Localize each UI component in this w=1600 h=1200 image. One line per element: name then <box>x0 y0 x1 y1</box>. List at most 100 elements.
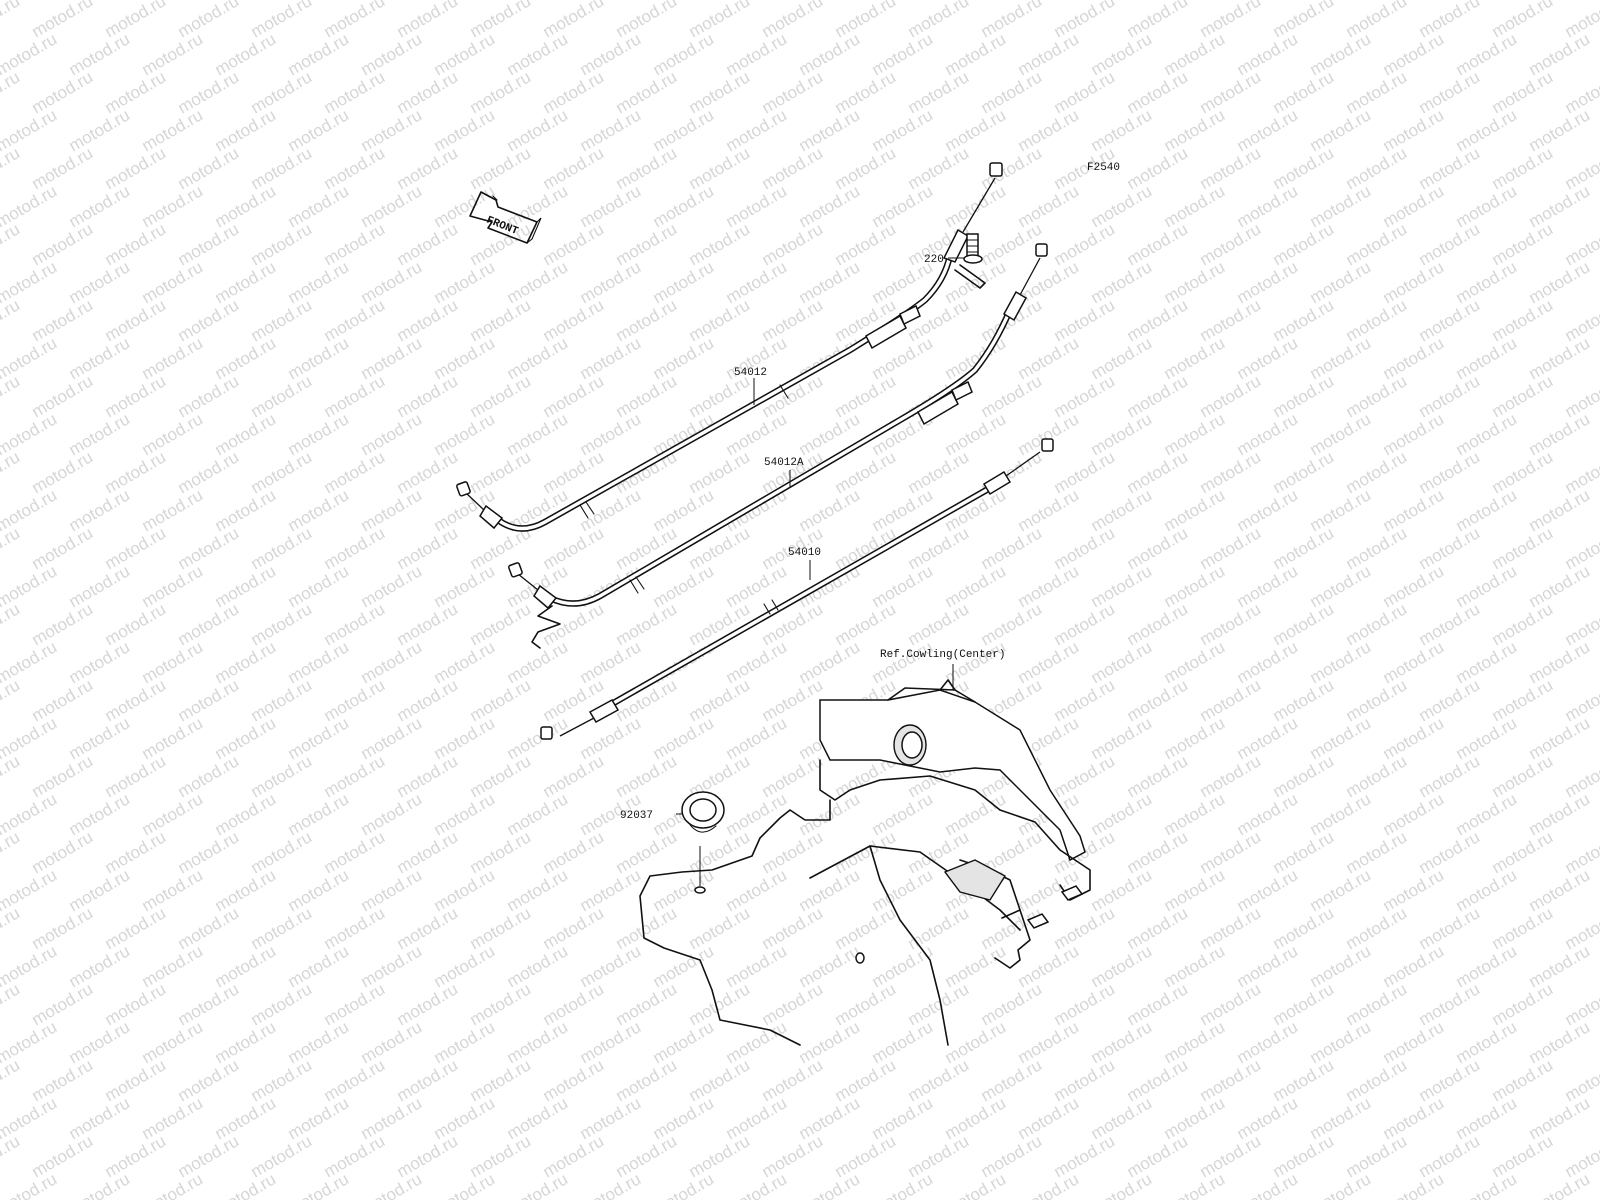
watermark-text: motod.ru <box>321 67 389 117</box>
watermark-text: motod.ru <box>139 29 207 79</box>
watermark-text: motod.ru <box>1088 713 1156 763</box>
watermark-text: motod.ru <box>650 1169 718 1200</box>
watermark-text: motod.ru <box>1197 219 1265 269</box>
watermark-text: motod.ru <box>942 181 1010 231</box>
watermark-text: motod.ru <box>1489 219 1557 269</box>
watermark-text: motod.ru <box>285 1169 353 1200</box>
watermark-text: motod.ru <box>650 941 718 991</box>
watermark-text: motod.ru <box>467 1131 535 1181</box>
watermark-text: motod.ru <box>248 295 316 345</box>
watermark-text: motod.ru <box>139 485 207 535</box>
watermark-text: motod.ru <box>686 295 754 345</box>
watermark-text: motod.ru <box>285 333 353 383</box>
cable-54012A[interactable] <box>508 243 1048 649</box>
cable-54010[interactable] <box>540 438 1054 740</box>
watermark-text: motod.ru <box>66 485 134 535</box>
watermark-text: motod.ru <box>1343 143 1411 193</box>
watermark-text: motod.ru <box>759 1055 827 1105</box>
watermark-text: motod.ru <box>1343 675 1411 725</box>
watermark-text: motod.ru <box>796 1169 864 1200</box>
watermark-text: motod.ru <box>175 1131 243 1181</box>
watermark-text: motod.ru <box>613 599 681 649</box>
watermark-text: motod.ru <box>394 67 462 117</box>
cable-54012[interactable] <box>456 162 1003 532</box>
watermark-text: motod.ru <box>467 599 535 649</box>
watermark-text: motod.ru <box>1051 903 1119 953</box>
watermark-text: motod.ru <box>832 827 900 877</box>
watermark-text: motod.ru <box>321 371 389 421</box>
watermark-text: motod.ru <box>1416 295 1484 345</box>
watermark-text: motod.ru <box>1489 1055 1557 1105</box>
watermark-text: motod.ru <box>321 979 389 1029</box>
watermark-text: motod.ru <box>1234 29 1302 79</box>
watermark-text: motod.ru <box>285 865 353 915</box>
watermark-text: motod.ru <box>431 409 499 459</box>
watermark-text: motod.ru <box>1161 105 1229 155</box>
watermark-text: motod.ru <box>1234 105 1302 155</box>
watermark-text: motod.ru <box>1197 675 1265 725</box>
label-ref-cowling: Ref.Cowling(Center) <box>880 649 1005 661</box>
watermark-text: motod.ru <box>285 1093 353 1143</box>
watermark-text: motod.ru <box>504 1093 572 1143</box>
watermark-text: motod.ru <box>66 333 134 383</box>
watermark-text: motod.ru <box>29 295 97 345</box>
watermark-text: motod.ru <box>613 143 681 193</box>
watermark-text: motod.ru <box>1051 1131 1119 1181</box>
watermark-text: motod.ru <box>1343 1055 1411 1105</box>
watermark-text: motod.ru <box>978 523 1046 573</box>
watermark-text: motod.ru <box>905 1131 973 1181</box>
watermark-text: motod.ru <box>723 105 791 155</box>
bolt-220[interactable] <box>963 233 983 264</box>
watermark-text: motod.ru <box>1380 789 1448 839</box>
watermark-text: motod.ru <box>577 29 645 79</box>
watermark-text: motod.ru <box>321 599 389 649</box>
watermark-text: motod.ru <box>1015 409 1083 459</box>
watermark-text: motod.ru <box>0 1169 60 1200</box>
watermark-text: motod.ru <box>66 1169 134 1200</box>
watermark-text: motod.ru <box>978 1131 1046 1181</box>
watermark-text: motod.ru <box>1380 181 1448 231</box>
grommet-92037[interactable] <box>681 791 725 894</box>
watermark-text: motod.ru <box>942 257 1010 307</box>
watermark-text: motod.ru <box>1453 257 1521 307</box>
watermark-text: motod.ru <box>394 903 462 953</box>
watermark-text: motod.ru <box>1015 1169 1083 1200</box>
watermark-text: motod.ru <box>686 1131 754 1181</box>
watermark-text: motod.ru <box>1234 1169 1302 1200</box>
watermark-text: motod.ru <box>212 789 280 839</box>
watermark-text: motod.ru <box>759 143 827 193</box>
watermark-text: motod.ru <box>978 903 1046 953</box>
watermark-text: motod.ru <box>139 713 207 763</box>
watermark-text: motod.ru <box>650 409 718 459</box>
watermark-text: motod.ru <box>285 181 353 231</box>
watermark-text: motod.ru <box>248 1055 316 1105</box>
watermark-text: motod.ru <box>1197 1131 1265 1181</box>
watermark-text: motod.ru <box>467 1055 535 1105</box>
watermark-text: motod.ru <box>1124 371 1192 421</box>
watermark-text: motod.ru <box>66 257 134 307</box>
watermark-text: motod.ru <box>759 903 827 953</box>
watermark-text: motod.ru <box>905 599 973 649</box>
watermark-text: motod.ru <box>1197 523 1265 573</box>
watermark-text: motod.ru <box>66 1017 134 1067</box>
watermark-text: motod.ru <box>285 29 353 79</box>
watermark-text: motod.ru <box>1307 1093 1375 1143</box>
watermark-text: motod.ru <box>1015 333 1083 383</box>
watermark-text: motod.ru <box>1380 1017 1448 1067</box>
watermark-text: motod.ru <box>1453 1093 1521 1143</box>
watermark-text: motod.ru <box>869 637 937 687</box>
watermark-text: motod.ru <box>1453 1169 1521 1200</box>
watermark-text: motod.ru <box>0 751 23 801</box>
watermark-text: motod.ru <box>759 751 827 801</box>
watermark-text: motod.ru <box>650 257 718 307</box>
watermark-text: motod.ru <box>1416 143 1484 193</box>
watermark-text: motod.ru <box>540 1055 608 1105</box>
watermark-text: motod.ru <box>394 1131 462 1181</box>
watermark-text: motod.ru <box>175 1055 243 1105</box>
watermark-text: motod.ru <box>1161 257 1229 307</box>
watermark-text: motod.ru <box>394 599 462 649</box>
watermark-text: motod.ru <box>796 637 864 687</box>
watermark-text: motod.ru <box>175 979 243 1029</box>
watermark-text: motod.ru <box>1234 333 1302 383</box>
watermark-text: motod.ru <box>1088 181 1156 231</box>
